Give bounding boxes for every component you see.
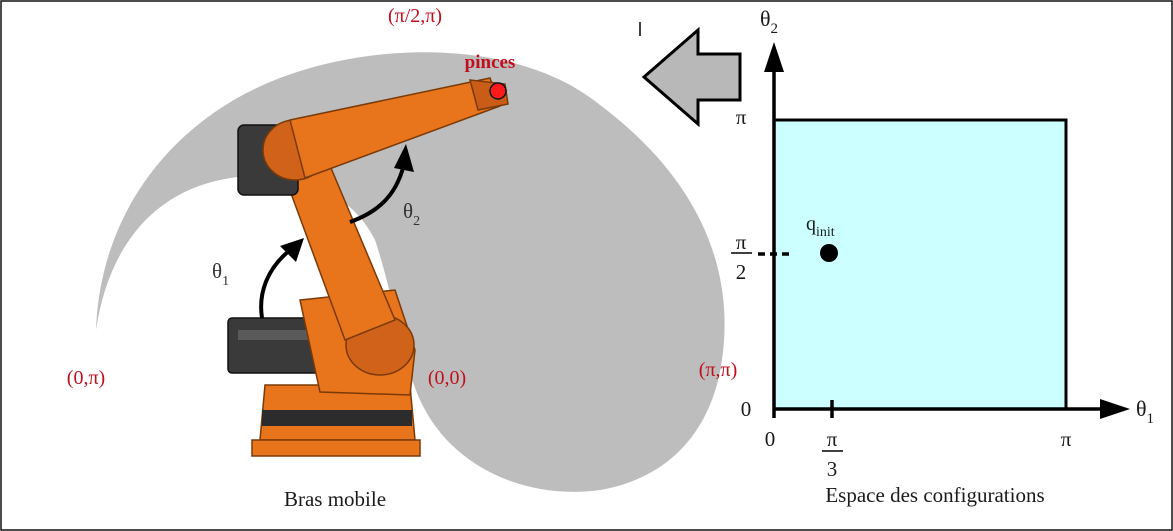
x-tick-label-zero: 0	[765, 427, 776, 451]
x-tick-label-pi3-den: 3	[827, 457, 838, 481]
robot-base-ring	[262, 410, 412, 426]
y-tick-label-pi: π	[736, 105, 747, 129]
robot-base-foot	[251, 439, 421, 457]
x-axis-arrowhead	[1100, 399, 1130, 419]
left-caption: Bras mobile	[284, 487, 386, 511]
gripper-point	[489, 82, 507, 100]
corner-label-right: (π,π)	[699, 359, 738, 381]
q-init-point	[820, 244, 838, 262]
y-axis-label: θ2	[760, 6, 778, 37]
y-tick-label-pi2-den: 2	[736, 260, 747, 284]
corner-label-center: (0,0)	[428, 367, 466, 389]
theta1-arrow	[259, 238, 304, 319]
theta2-arrow	[349, 144, 414, 224]
config-space-region	[772, 118, 1068, 411]
theta1-label: θ1	[212, 259, 229, 289]
right-caption: Espace des configurations	[825, 483, 1044, 507]
theta2-label: θ2	[403, 199, 420, 229]
gripper-label: pinces	[465, 52, 516, 73]
robot-motor-stripe	[238, 330, 313, 340]
x-tick-label-pi: π	[1061, 427, 1072, 451]
mapping-arrow	[641, 26, 742, 128]
x-tick-label-pi3-num: π	[827, 427, 838, 451]
y-tick-label-zero: 0	[741, 397, 752, 421]
x-axis-label: θ1	[1136, 396, 1154, 427]
q-init-label: qinit	[806, 213, 835, 240]
corner-label-left: (0,π)	[67, 367, 105, 389]
robot-arm	[227, 77, 509, 457]
y-tick-label-pi2-num: π	[736, 230, 747, 254]
y-axis-arrowhead	[764, 42, 784, 72]
corner-label-top: (π/2,π)	[388, 5, 442, 27]
